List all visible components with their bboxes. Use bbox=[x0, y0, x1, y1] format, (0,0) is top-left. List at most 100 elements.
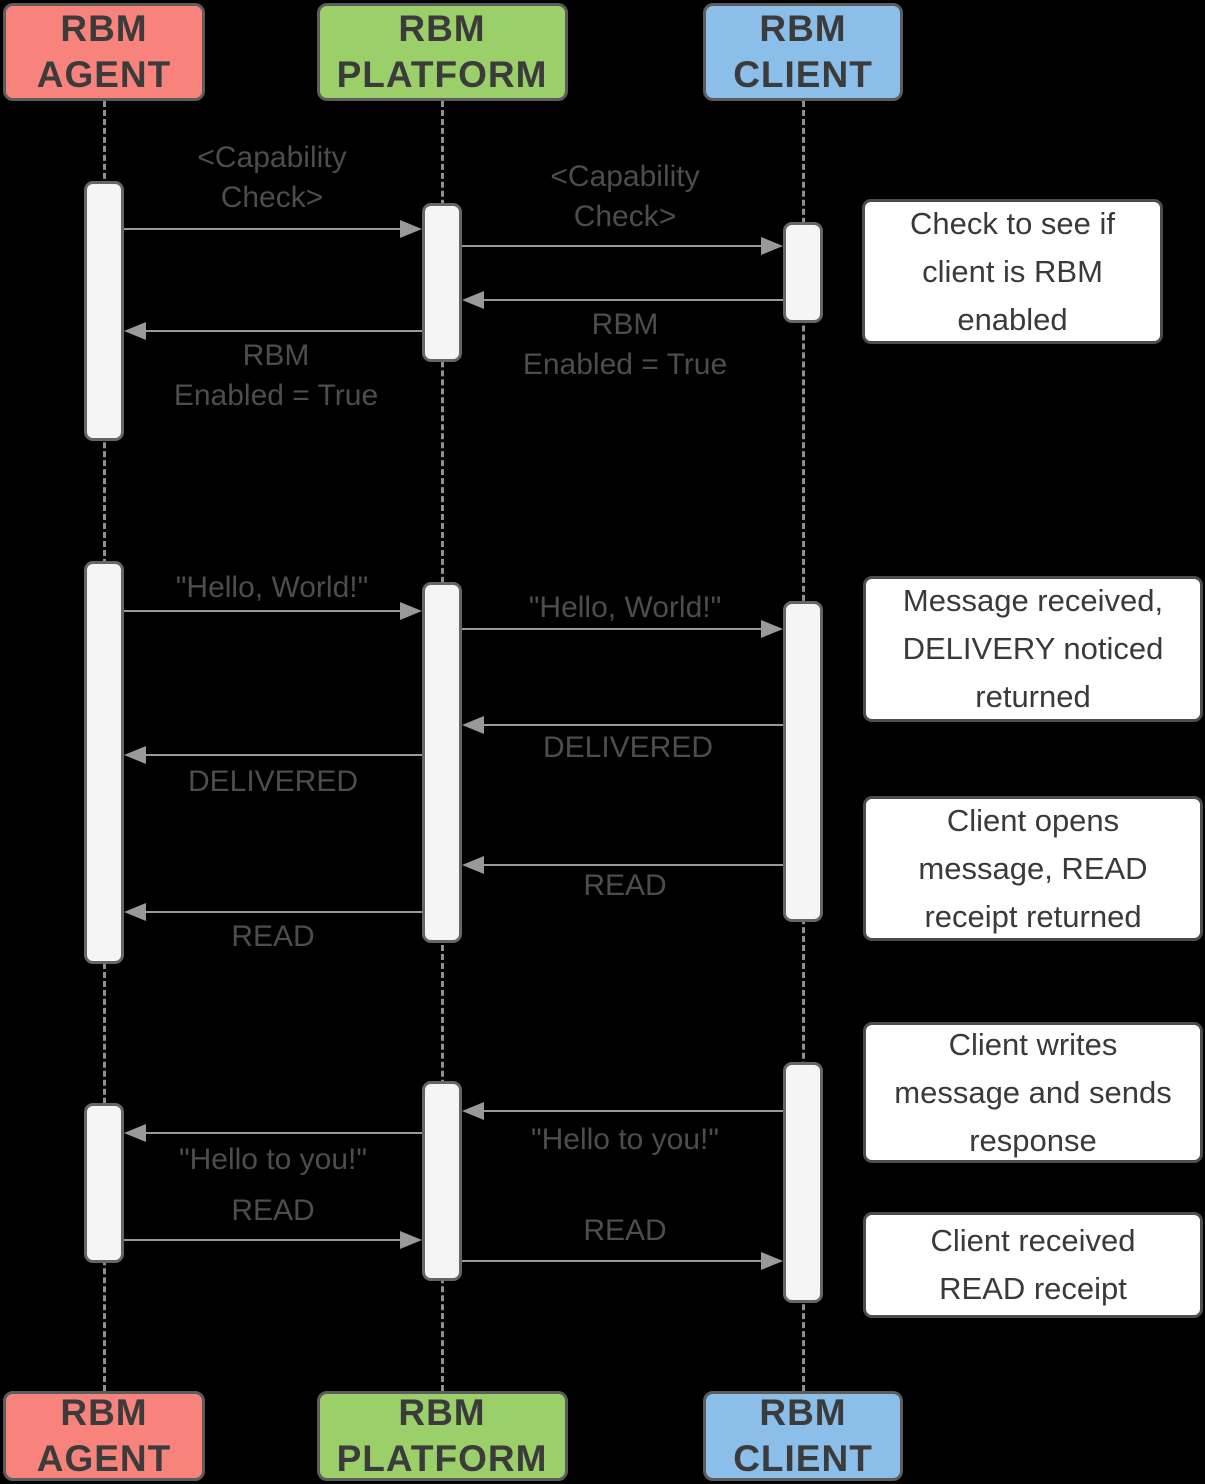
message-arrow-head-0 bbox=[400, 220, 422, 238]
message-arrow-line-4 bbox=[124, 610, 402, 612]
actor-label: AGENT bbox=[36, 1438, 172, 1479]
message-arrow-line-7 bbox=[144, 754, 422, 756]
message-label-line: "Hello to you!" bbox=[178, 1143, 368, 1176]
note-line: client is RBM bbox=[922, 253, 1103, 289]
actor-box-bottom-rbm-platform: RBM PLATFORM bbox=[316, 1391, 568, 1481]
message-label-line: READ bbox=[231, 1194, 315, 1227]
activation-bar-rbm-client-2 bbox=[783, 222, 823, 323]
actor-label: RBM bbox=[60, 8, 148, 49]
actor-label: RBM bbox=[759, 8, 847, 49]
message-label-line: Check> bbox=[573, 200, 677, 233]
message-label-line: RBM bbox=[591, 308, 659, 341]
note-line: READ receipt bbox=[939, 1271, 1127, 1306]
message-arrow-head-7 bbox=[124, 746, 146, 764]
message-label-line: "Hello to you!" bbox=[530, 1123, 720, 1156]
actor-label: RBM bbox=[759, 1392, 847, 1433]
message-arrow-head-9 bbox=[124, 903, 146, 921]
message-label-5: "Hello, World!" bbox=[529, 588, 721, 628]
message-arrow-head-1 bbox=[761, 237, 783, 255]
note-line: DELIVERY noticed bbox=[902, 631, 1164, 666]
activation-bar-rbm-platform-4 bbox=[422, 582, 462, 943]
note-line: Check to see if bbox=[909, 205, 1116, 241]
message-label-line: Enabled = True bbox=[522, 348, 728, 381]
note-line: enabled bbox=[957, 301, 1068, 337]
message-arrow-line-9 bbox=[144, 911, 422, 913]
message-label-4: "Hello, World!" bbox=[176, 568, 368, 608]
message-arrow-head-2 bbox=[462, 291, 484, 309]
message-arrow-head-13 bbox=[761, 1252, 783, 1270]
message-arrow-line-2 bbox=[482, 299, 783, 301]
message-label-6: DELIVERED bbox=[543, 728, 713, 768]
message-label-2: RBM Enabled = True bbox=[523, 305, 727, 385]
message-arrow-line-13 bbox=[462, 1260, 763, 1262]
message-label-line: READ bbox=[583, 869, 667, 902]
activation-bar-rbm-platform-7 bbox=[422, 1081, 462, 1281]
message-arrow-head-6 bbox=[462, 716, 484, 734]
actor-label: PLATFORM bbox=[336, 54, 548, 95]
message-arrow-line-5 bbox=[462, 628, 763, 630]
message-label-11: "Hello to you!" bbox=[179, 1140, 367, 1180]
actor-label: AGENT bbox=[36, 54, 172, 95]
message-arrow-line-6 bbox=[482, 724, 783, 726]
activation-bar-rbm-agent-3 bbox=[84, 561, 124, 964]
message-arrow-line-1 bbox=[462, 245, 763, 247]
note-line: message and sends bbox=[894, 1074, 1172, 1110]
message-arrow-line-10 bbox=[482, 1110, 783, 1112]
note-line: response bbox=[969, 1122, 1097, 1158]
note-box-1: Message received, DELIVERY noticed returne… bbox=[863, 576, 1203, 722]
note-box-0: Check to see if client is RBM enabled bbox=[862, 199, 1163, 344]
message-arrow-head-11 bbox=[124, 1124, 146, 1142]
note-line: returned bbox=[975, 679, 1091, 714]
message-label-8: READ bbox=[583, 866, 666, 906]
message-label-line: DELIVERED bbox=[542, 731, 714, 764]
note-line: Client opens bbox=[946, 802, 1120, 838]
message-label-3: RBM Enabled = True bbox=[174, 336, 378, 416]
message-arrow-line-8 bbox=[482, 864, 783, 866]
note-line: Client received bbox=[930, 1223, 1136, 1258]
note-line: message, READ bbox=[918, 850, 1148, 886]
message-label-7: DELIVERED bbox=[188, 762, 358, 802]
message-label-line: RBM bbox=[242, 339, 310, 372]
activation-bar-rbm-agent-0 bbox=[84, 181, 124, 441]
message-arrow-head-8 bbox=[462, 856, 484, 874]
message-label-10: "Hello to you!" bbox=[531, 1120, 719, 1160]
message-arrow-head-3 bbox=[124, 322, 146, 340]
message-label-line: "Hello, World!" bbox=[175, 571, 369, 604]
message-label-line: Enabled = True bbox=[173, 379, 379, 412]
actor-label: CLIENT bbox=[733, 54, 873, 95]
activation-bar-rbm-client-5 bbox=[783, 601, 823, 922]
message-label-line: DELIVERED bbox=[187, 765, 359, 798]
message-label-line: "Hello, World!" bbox=[528, 591, 722, 624]
message-label-12: READ bbox=[231, 1191, 314, 1231]
message-label-line: Check> bbox=[220, 181, 324, 214]
note-line: receipt returned bbox=[924, 898, 1142, 934]
note-box-3: Client writes message and sends response bbox=[863, 1022, 1203, 1163]
message-arrow-head-12 bbox=[400, 1231, 422, 1249]
actor-label: RBM bbox=[398, 1392, 486, 1433]
message-arrow-head-4 bbox=[400, 602, 422, 620]
message-label-line: <Capability bbox=[197, 141, 347, 174]
message-arrow-line-11 bbox=[144, 1132, 422, 1134]
message-arrow-line-3 bbox=[144, 330, 422, 332]
message-arrow-line-12 bbox=[124, 1239, 402, 1241]
actor-box-top-rbm-client: RBM CLIENT bbox=[703, 3, 903, 101]
message-label-line: READ bbox=[231, 920, 315, 953]
message-arrow-head-10 bbox=[462, 1102, 484, 1120]
actor-box-bottom-rbm-client: RBM CLIENT bbox=[703, 1391, 903, 1481]
message-label-line: READ bbox=[583, 1214, 667, 1247]
note-line: Client writes bbox=[948, 1026, 1118, 1062]
message-label-13: READ bbox=[583, 1211, 666, 1251]
actor-box-top-rbm-platform: RBM PLATFORM bbox=[316, 3, 568, 101]
actor-label: PLATFORM bbox=[336, 1438, 548, 1479]
note-box-2: Client opens message, READ receipt returne… bbox=[863, 796, 1203, 941]
actor-label: RBM bbox=[398, 8, 486, 49]
actor-box-top-rbm-agent: RBM AGENT bbox=[3, 3, 205, 101]
note-line: Message received, bbox=[902, 583, 1164, 618]
actor-label: CLIENT bbox=[733, 1438, 873, 1479]
activation-bar-rbm-platform-1 bbox=[422, 203, 462, 362]
